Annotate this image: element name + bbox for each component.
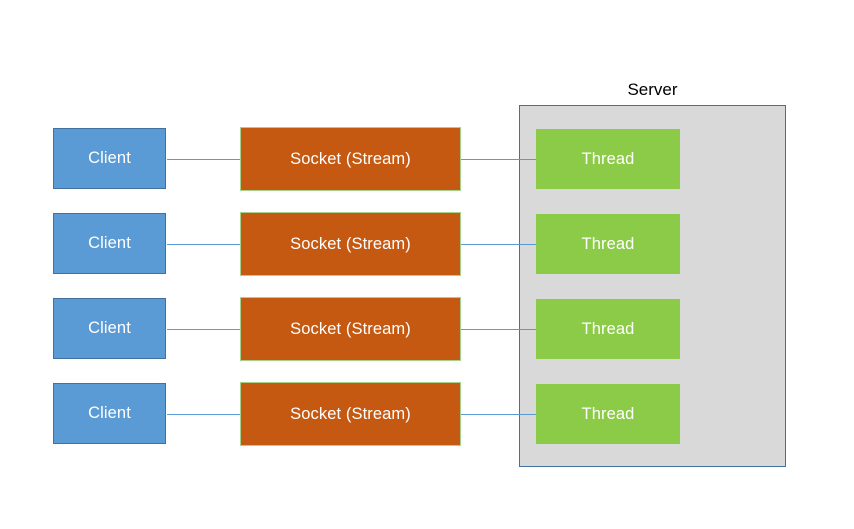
socket-box-1[interactable]: Socket (Stream) <box>240 127 461 191</box>
connector-socket-thread-2 <box>461 244 537 245</box>
thread-box-1[interactable]: Thread <box>536 129 680 189</box>
server-label: Server <box>627 80 678 99</box>
connector-socket-thread-4 <box>461 414 537 415</box>
client-box-4[interactable]: Client <box>53 383 166 444</box>
thread-box-4[interactable]: Thread <box>536 384 680 444</box>
connector-client-socket-1 <box>167 159 241 160</box>
connector-client-socket-4 <box>167 414 241 415</box>
thread-box-2[interactable]: Thread <box>536 214 680 274</box>
client-box-2[interactable]: Client <box>53 213 166 274</box>
socket-box-3[interactable]: Socket (Stream) <box>240 297 461 361</box>
thread-box-3[interactable]: Thread <box>536 299 680 359</box>
connector-client-socket-2 <box>167 244 241 245</box>
socket-box-2[interactable]: Socket (Stream) <box>240 212 461 276</box>
client-box-1[interactable]: Client <box>53 128 166 189</box>
connector-socket-thread-1 <box>461 159 537 160</box>
socket-box-4[interactable]: Socket (Stream) <box>240 382 461 446</box>
client-box-3[interactable]: Client <box>53 298 166 359</box>
connector-socket-thread-3 <box>461 329 537 330</box>
connector-client-socket-3 <box>167 329 241 330</box>
